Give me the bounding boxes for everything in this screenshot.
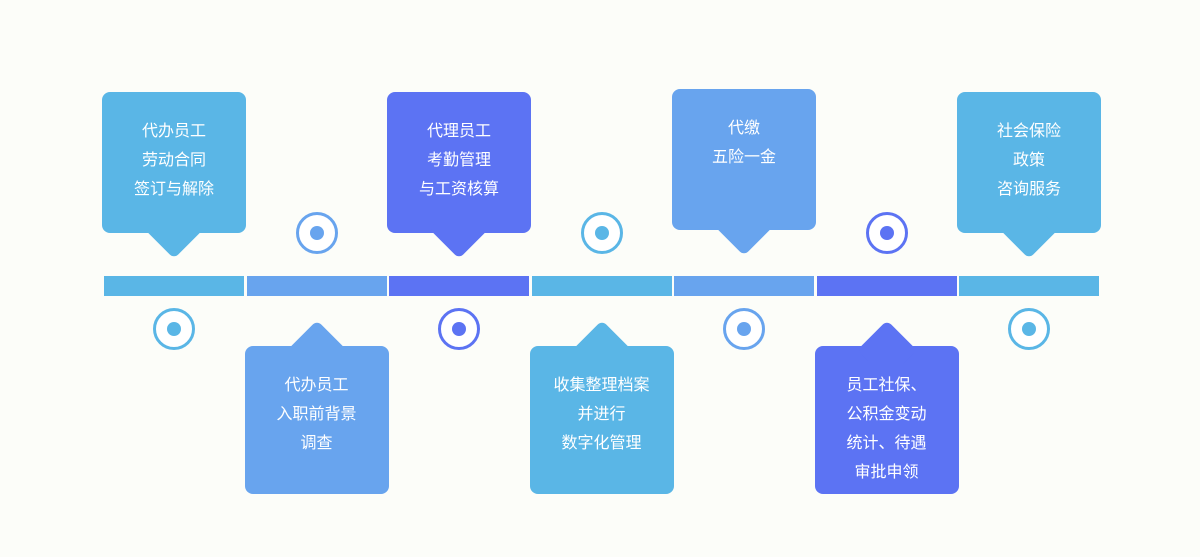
marker-dot-icon <box>737 322 751 336</box>
step-text-line: 与工资核算 <box>418 179 499 198</box>
timeline-segment <box>531 276 672 296</box>
step-text: 代缴五险一金 <box>672 89 816 171</box>
step-card: 代缴五险一金 <box>672 89 816 256</box>
step-text-line: 员工社保、 <box>846 375 927 394</box>
step-text-line: 考勤管理 <box>426 150 491 169</box>
step-text-line: 咨询服务 <box>996 179 1061 198</box>
step-card: 代理员工考勤管理与工资核算 <box>387 92 531 259</box>
step-text-line: 代缴 <box>727 118 760 137</box>
marker-dot-icon <box>594 226 609 240</box>
timeline-marker-icon <box>723 308 765 350</box>
step-text: 代办员工入职前背景调查 <box>245 346 389 457</box>
step-card: 社会保险政策咨询服务 <box>957 92 1101 259</box>
step-text: 代办员工劳动合同签订与解除 <box>102 92 246 203</box>
marker-dot-icon <box>309 226 324 240</box>
step-text-line: 审批申领 <box>854 462 919 481</box>
step-text-line: 劳动合同 <box>141 150 206 169</box>
step-text-line: 政策 <box>1012 150 1045 169</box>
card-pointer-down <box>429 199 489 259</box>
step-text-line: 五险一金 <box>711 147 776 166</box>
timeline-segment <box>389 276 529 296</box>
step-text-line: 签订与解除 <box>133 179 214 198</box>
marker-dot-icon <box>1022 322 1036 336</box>
timeline-marker-icon <box>295 212 338 254</box>
marker-dot-icon <box>167 322 181 336</box>
step-text-line: 统计、待遇 <box>846 433 927 452</box>
step-text: 收集整理档案并进行数字化管理 <box>530 346 674 457</box>
step-text-line: 公积金变动 <box>846 404 927 423</box>
marker-dot-icon <box>452 322 466 336</box>
timeline-marker-icon <box>153 308 195 350</box>
timeline-segment <box>816 276 957 296</box>
step-text-line: 入职前背景 <box>276 404 357 423</box>
timeline-segment <box>246 276 387 296</box>
step-card: 收集整理档案并进行数字化管理 <box>529 320 674 494</box>
timeline-marker-icon <box>438 308 480 350</box>
step-text-line: 收集整理档案 <box>553 375 650 394</box>
step-card: 员工社保、公积金变动统计、待遇审批申领 <box>814 320 959 494</box>
step-text: 员工社保、公积金变动统计、待遇审批申领 <box>815 346 959 486</box>
card-pointer-down <box>144 199 204 259</box>
timeline-segment <box>104 276 244 296</box>
card-pointer-down <box>999 199 1059 259</box>
step-text-line: 数字化管理 <box>561 433 642 452</box>
marker-dot-icon <box>879 226 894 240</box>
step-text-line: 代办员工 <box>141 121 206 140</box>
step-card: 代办员工劳动合同签订与解除 <box>102 92 246 259</box>
timeline-segment <box>674 276 814 296</box>
step-text-line: 代理员工 <box>426 121 491 140</box>
timeline-marker-icon <box>1008 308 1050 350</box>
step-text: 代理员工考勤管理与工资核算 <box>387 92 531 203</box>
step-text-line: 社会保险 <box>996 121 1061 140</box>
step-card: 代办员工入职前背景调查 <box>244 320 389 494</box>
timeline-marker-icon <box>580 212 623 254</box>
timeline-marker-icon <box>865 212 908 254</box>
card-pointer-down <box>714 196 774 256</box>
timeline-segment <box>959 276 1099 296</box>
step-text: 社会保险政策咨询服务 <box>957 92 1101 203</box>
step-text-line: 代办员工 <box>284 375 349 394</box>
step-text-line: 并进行 <box>577 404 626 423</box>
step-text-line: 调查 <box>300 433 333 452</box>
